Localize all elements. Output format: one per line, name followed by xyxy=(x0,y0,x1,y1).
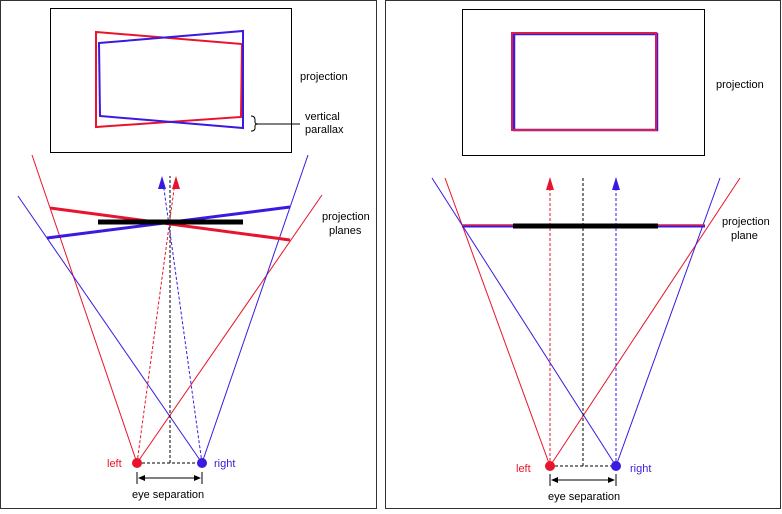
projection-label: projection xyxy=(300,71,348,83)
right-eye-projection-quad xyxy=(512,32,659,132)
right-eye-label: right xyxy=(214,458,235,470)
panel-off-axis: projection projection plane left right e… xyxy=(385,0,781,509)
left-eye-dot xyxy=(545,461,555,471)
projection-plane-label-line1: projection xyxy=(722,216,770,228)
left-eye-axis-arrowhead xyxy=(172,176,180,189)
projection-planes-label-line2: planes xyxy=(329,225,362,237)
right-eye-frustum-right xyxy=(201,154,309,464)
right-eye-label: right xyxy=(630,463,651,475)
projection-box xyxy=(50,8,292,153)
left-eye-frustum-right xyxy=(549,177,741,467)
eye-separation-arrow-right xyxy=(608,477,615,483)
projection-planes-label-line1: projection xyxy=(322,211,370,223)
right-eye-dot xyxy=(611,461,621,471)
eye-separation-arrow-left xyxy=(551,477,558,483)
right-eye-view-axis xyxy=(162,181,203,464)
vertical-parallax-label-line1: vertical xyxy=(305,111,340,123)
right-eye-axis-arrowhead xyxy=(158,176,166,189)
left-eye-frustum-left xyxy=(31,154,138,464)
right-eye-dot xyxy=(197,458,207,468)
parallax-brace xyxy=(250,115,259,132)
left-eye-label: left xyxy=(516,463,531,475)
left-eye-frustum-right xyxy=(136,194,323,464)
right-eye-axis-arrowhead xyxy=(612,177,620,190)
projection-label: projection xyxy=(716,79,764,91)
eye-separation-label: eye separation xyxy=(132,489,204,501)
left-eye-projection-quad xyxy=(511,32,657,131)
right-eye-frustum-left xyxy=(17,195,203,464)
left-eye-axis-arrowhead xyxy=(546,177,554,190)
eye-separation-label: eye separation xyxy=(548,491,620,503)
left-eye-projection-quad xyxy=(95,30,244,129)
panel-toe-in: projection vertical parallax projection … xyxy=(0,0,377,509)
left-eye-label: left xyxy=(107,458,122,470)
vertical-parallax-label-line2: parallax xyxy=(305,124,344,136)
left-eye-view-axis xyxy=(136,181,176,464)
left-eye-frustum-left xyxy=(444,177,551,467)
eye-separation-arrow-left xyxy=(138,475,145,481)
eye-separation-arrow-right xyxy=(194,475,201,481)
right-eye-projection-quad xyxy=(97,29,244,130)
right-eye-frustum-right xyxy=(615,177,721,467)
left-eye-dot xyxy=(132,458,142,468)
projection-box xyxy=(462,9,705,156)
right-eye-frustum-left xyxy=(431,177,617,467)
projection-plane-label-line2: plane xyxy=(731,230,758,242)
